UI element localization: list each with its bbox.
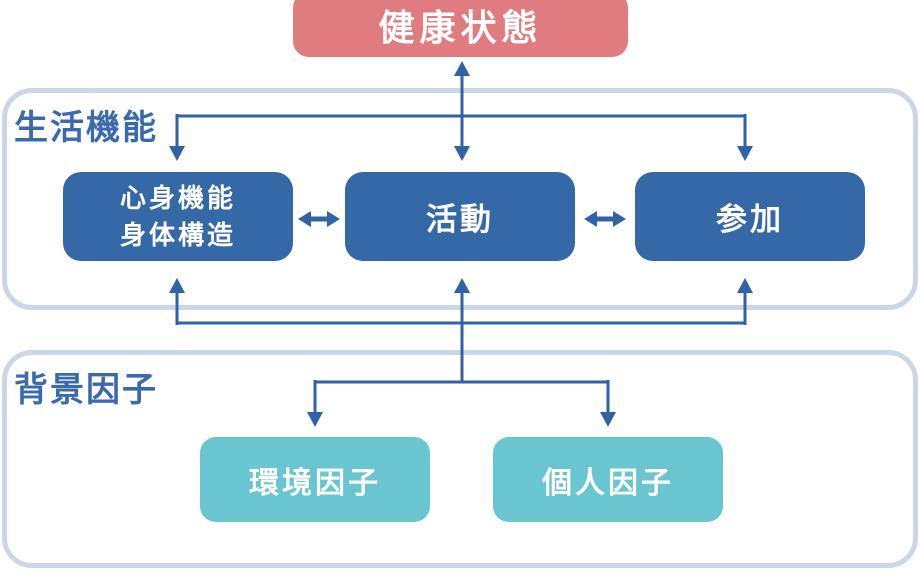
- personal-factors-label: 個人因子: [542, 466, 674, 500]
- connector-factors-fork: [307, 380, 616, 427]
- background-factors-label: 背景因子: [14, 371, 158, 409]
- environmental-factors-label: 環境因子: [249, 466, 381, 500]
- health-status-box: 健康状態: [293, 0, 628, 57]
- activity-box: 活動: [345, 172, 575, 261]
- body-functions-structures-box: 心身機能 身体構造: [63, 172, 293, 261]
- connector-bottom-branch: [169, 278, 753, 382]
- health-status-label: 健康状態: [378, 6, 543, 48]
- background-factors-section: [2, 350, 918, 568]
- arrow-body-activity: [298, 211, 340, 227]
- participation-box: 参加: [635, 172, 865, 261]
- environmental-factors-box: 環境因子: [200, 437, 430, 522]
- activity-label: 活動: [426, 202, 494, 237]
- connector-top-branch: [169, 114, 753, 161]
- body-functions-line1: 心身機能: [119, 183, 236, 214]
- participation-label: 参加: [716, 202, 784, 237]
- personal-factors-box: 個人因子: [493, 437, 723, 522]
- arrow-health-to-function: [454, 61, 470, 161]
- arrow-activity-participation: [584, 211, 626, 227]
- body-functions-line2: 身体構造: [119, 219, 236, 250]
- life-function-label: 生活機能: [14, 109, 158, 147]
